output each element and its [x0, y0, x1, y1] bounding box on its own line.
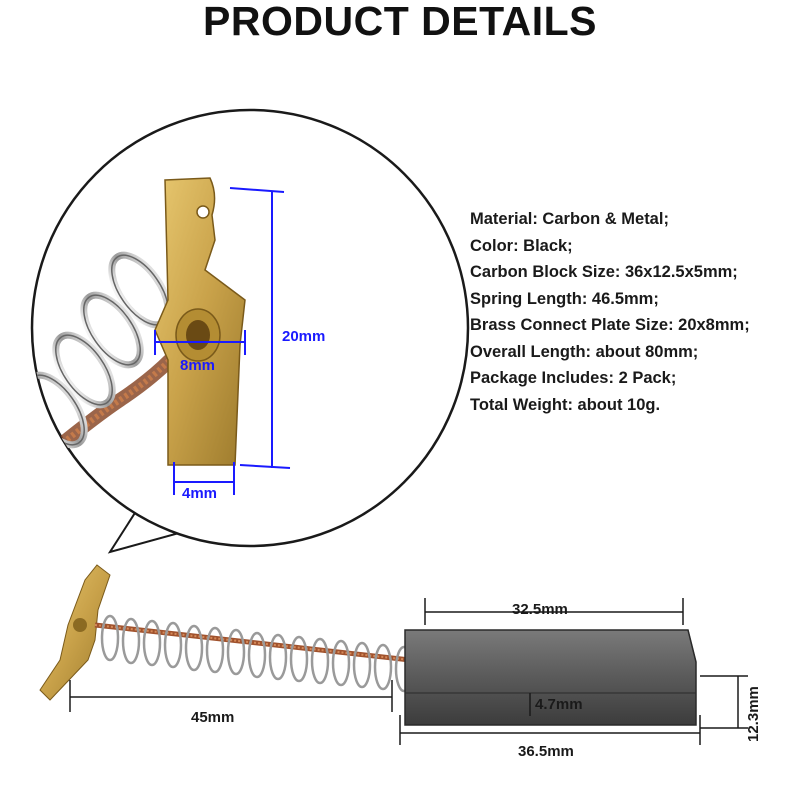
- spec-material: Material: Carbon & Metal;: [470, 210, 669, 228]
- plate-length-label: 20mm: [282, 328, 325, 345]
- zoom-dimension-lines: [154, 187, 291, 495]
- spec-package: Package Includes: 2 Pack;: [470, 369, 677, 387]
- plate-width-label: 8mm: [180, 357, 215, 374]
- spec-spring-length: Spring Length: 46.5mm;: [470, 289, 659, 308]
- page-title: PRODUCT DETAILS: [203, 0, 597, 44]
- spec-list: Material: Carbon & Metal; Color: Black; …: [470, 206, 795, 418]
- zoom-bubble: [30, 108, 470, 554]
- spec-color: Color: Black;: [470, 236, 573, 255]
- product-dimension-lines: [69, 598, 748, 745]
- spec-plate-size: Brass Connect Plate Size: 20x8mm;: [470, 316, 750, 334]
- block-height-label: 12.3mm: [745, 686, 762, 742]
- brass-tab: [39, 564, 111, 701]
- spec-weight: Total Weight: about 10g.: [470, 395, 661, 414]
- block-top-length-label: 32.5mm: [512, 601, 568, 618]
- spec-overall-length: Overall Length: about 80mm;: [470, 342, 699, 361]
- block-bottom-length-label: 36.5mm: [518, 743, 574, 760]
- tab-width-label: 4mm: [182, 485, 217, 502]
- carbon-block: [404, 629, 697, 726]
- spec-carbon-block-size: Carbon Block Size: 36x12.5x5mm;: [470, 263, 738, 281]
- spring-length-label: 45mm: [191, 709, 234, 726]
- block-bevel-label: 4.7mm: [535, 696, 583, 713]
